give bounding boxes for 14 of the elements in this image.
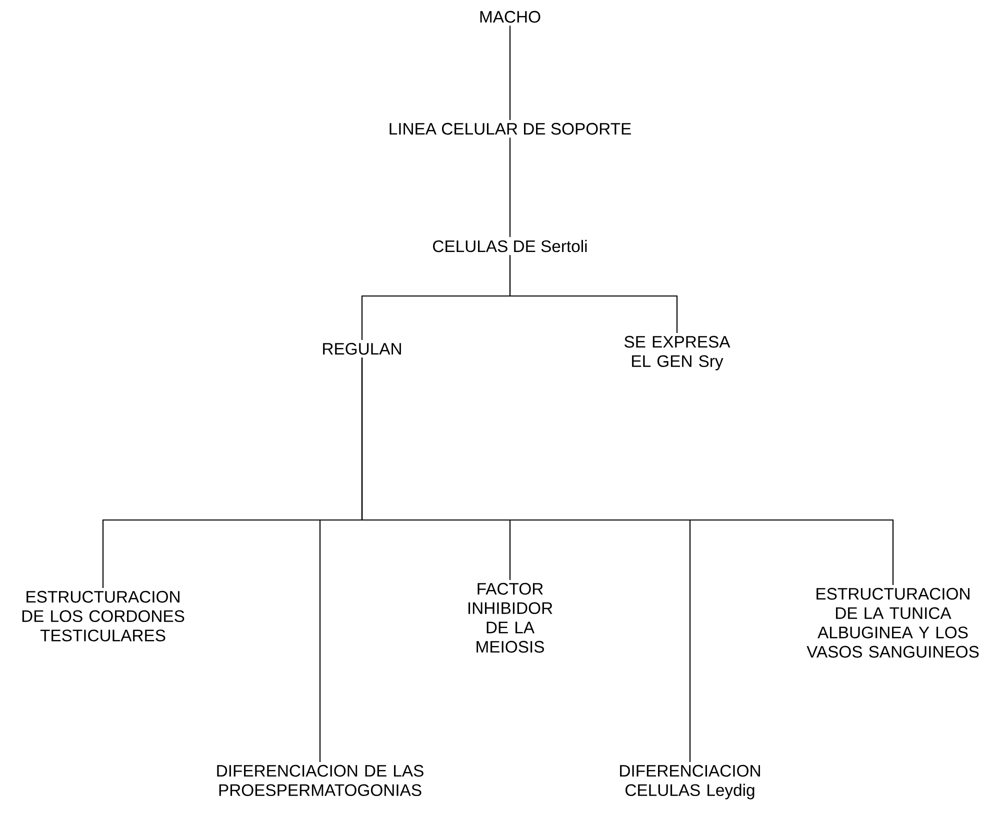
connector-line [361,358,894,585]
text-label: MACHO [480,10,540,23]
connector-line [509,255,678,333]
text-label: SE EXPRESA EL GEN Sry [624,336,730,370]
text-label: REGULAN [323,342,401,355]
text-label: ESTRUCTURACION DE LOS CORDONES TESTICULARES [22,590,184,642]
text-label: CELULAS DE Sertoli [433,240,587,252]
connector-line [509,138,511,237]
text-label: FACTOR INHIBIDOR DE LA MEIOSIS [468,582,552,653]
text-label: LINEA CELULAR DE SOPORTE [390,122,631,135]
connector-line [509,26,511,120]
text-label: DIFERENCIACION CELULAS Leydig [620,764,760,800]
text-label: ESTRUCTURACION DE LA TUNICA ALBUGINEA Y LOS VASOS SANGUINEOS [806,588,979,658]
text-label: DIFERENCIACION DE LAS PROESPERMATOGONIAS [217,764,424,796]
